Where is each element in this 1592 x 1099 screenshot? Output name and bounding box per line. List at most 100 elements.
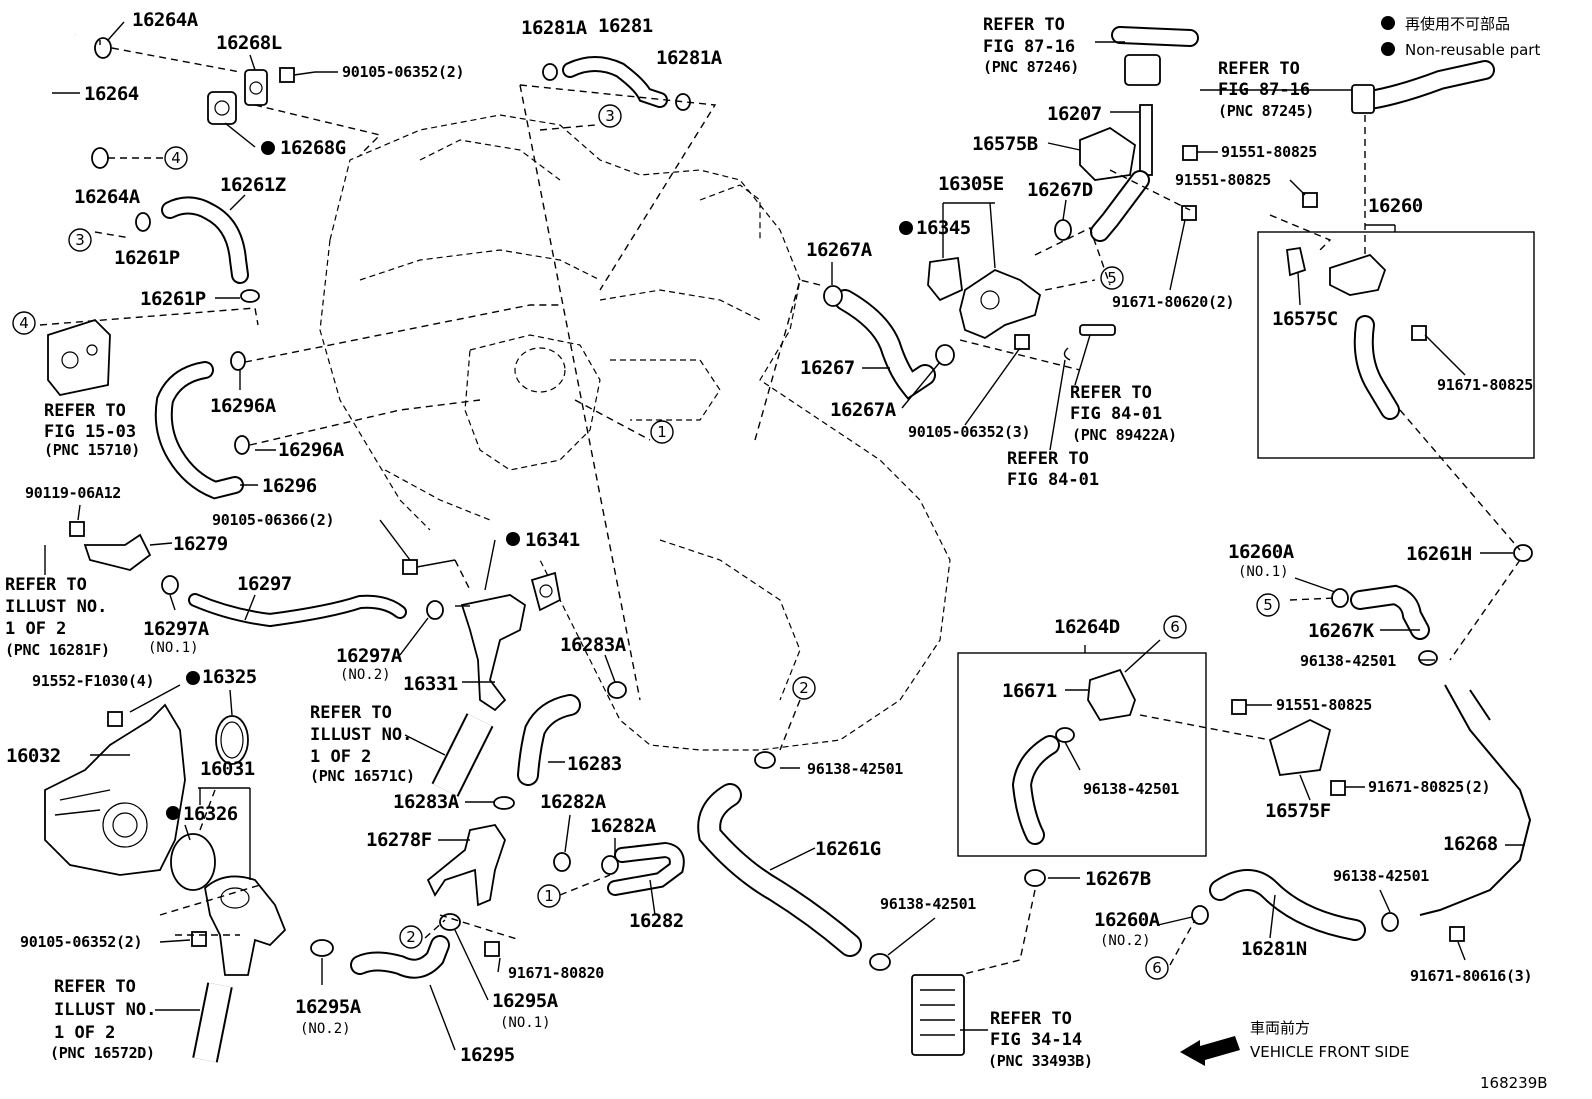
hose-16261G (697, 783, 862, 957)
ref-84-01-a-line1: REFER TO (1070, 383, 1152, 403)
label-16264A-top: 16264A (132, 9, 199, 31)
label-16268L: 16268L (216, 32, 282, 54)
bolt-91551-80825-a (1182, 145, 1198, 161)
hose-16267 (834, 289, 936, 400)
svg-text:2: 2 (799, 679, 809, 697)
label-16341: 16341 (525, 529, 580, 551)
label-16283: 16283 (567, 753, 622, 775)
diagram-code: 168239B (1480, 1074, 1548, 1092)
label-16283A-a: 16283A (560, 634, 627, 656)
label-96138-42501-a: 96138-42501 (807, 760, 903, 778)
ref-ill-c-line1: REFER TO (54, 977, 136, 997)
clamp-16282A-b (601, 855, 619, 875)
ref-84-01-b-line1: REFER TO (1007, 449, 1089, 469)
clamp-16267A-a (823, 285, 843, 307)
label-91671-80616-3: 91671-80616(3) (1410, 967, 1532, 985)
label-91671-80620-2: 91671-80620(2) (1112, 293, 1234, 311)
label-16305E: 16305E (938, 173, 1004, 195)
ref-87-16-b-line2: FIG 87-16 (1218, 80, 1310, 100)
box-16264D (957, 652, 1207, 857)
ref-34-14-line1: REFER TO (990, 1009, 1072, 1029)
gasket-16325 (215, 715, 249, 765)
label-90105-06352-2-bot: 90105-06352(2) (20, 933, 142, 951)
clamp-16260A-no2 (1191, 905, 1209, 925)
label-16268G: 16268G (280, 137, 346, 159)
label-16295A-no2-sub: (NO.2) (300, 1021, 351, 1037)
label-16264D: 16264D (1054, 616, 1120, 638)
label-16268: 16268 (1443, 833, 1498, 855)
pipe-16572D (192, 982, 233, 1063)
label-16281: 16281 (598, 15, 653, 37)
label-91671-80825-2: 91671-80825(2) (1368, 778, 1490, 796)
label-16295A-no1-sub: (NO.1) (500, 1015, 551, 1031)
hose-16296 (154, 361, 244, 500)
circle-ref-1-a: 1 (650, 420, 674, 444)
label-90105-06352-2-top: 90105-06352(2) (342, 63, 464, 81)
circle-ref-1-b: 1 (537, 884, 561, 908)
clamp-16297A-no1 (161, 575, 179, 595)
clip-84-01 (1063, 347, 1071, 361)
label-16575B: 16575B (972, 133, 1038, 155)
label-91671-80825: 91671-80825 (1437, 376, 1533, 394)
label-16296: 16296 (262, 475, 317, 497)
clamp-96138-42501-b (869, 953, 891, 971)
bolt-91551-80825-c (1231, 699, 1247, 715)
ref-84-01-a-line2: FIG 84-01 (1070, 404, 1162, 424)
bolt-91671-80825 (1411, 325, 1427, 341)
gasket-16268G (207, 91, 237, 125)
svg-text:1: 1 (657, 423, 667, 441)
ref-ill-c-line4: (PNC 16572D) (50, 1044, 155, 1062)
label-16345: 16345 (916, 217, 971, 239)
clamp-16295A-no2 (310, 939, 334, 957)
hose-16267K (1350, 584, 1430, 640)
label-16281A-a: 16281A (521, 17, 588, 39)
clamp-16297A-no2 (426, 600, 444, 620)
label-16331: 16331 (403, 673, 458, 695)
vehicle-front-indicator: 車両前方 VEHICLE FRONT SIDE (1180, 1019, 1410, 1066)
bracket-16575F (1268, 718, 1332, 776)
clamp-16264A-bot (91, 147, 109, 169)
label-16297A-no2-sub: (NO.2) (340, 667, 391, 683)
label-96138-42501-c: 96138-42501 (1083, 780, 1179, 798)
bolt-90105-06352-bot (191, 931, 207, 947)
water-pump-16032 (44, 703, 186, 876)
label-90119-06A12: 90119-06A12 (25, 484, 121, 502)
clamp-16261P-b (240, 289, 260, 303)
oil-cooler-15710 (47, 318, 111, 396)
legend: 再使用不可部品 Non-reusable part (1381, 15, 1540, 59)
label-16296A-b: 16296A (278, 439, 345, 461)
label-90105-06352-3: 90105-06352(3) (908, 423, 1030, 441)
label-16575C: 16575C (1272, 308, 1338, 330)
circle-ref-5-a: 5 (1100, 266, 1124, 290)
bracket-16575B (1079, 126, 1136, 181)
water-inlet-16331 (455, 594, 527, 712)
clamp-16267D (1054, 219, 1072, 241)
clamp-16264A-top (94, 37, 112, 59)
hose-16281N (1209, 869, 1366, 941)
ref-ill-a-line2: ILLUST NO. (5, 597, 107, 617)
circle-ref-6-b: 6 (1145, 956, 1169, 980)
ref-87-16-a-line2: FIG 87-16 (983, 37, 1075, 57)
svg-text:5: 5 (1107, 269, 1117, 287)
water-outlet-16305E (959, 268, 1042, 340)
ref-84-01-a-line3: (PNC 89422A) (1072, 426, 1177, 444)
label-16032: 16032 (6, 745, 61, 767)
label-16281A-b: 16281A (656, 47, 723, 69)
hose-87245 (1351, 60, 1495, 114)
gasket-16345 (927, 256, 963, 302)
ref-ill-b-line3: 1 OF 2 (310, 747, 371, 767)
direction-text-jp: 車両前方 (1250, 1019, 1310, 1037)
clamp-16296A-a (230, 351, 246, 371)
gasket-16341 (530, 571, 562, 612)
label-16297A-no1-sub: (NO.1) (148, 640, 199, 656)
clamp-16281A-a (542, 63, 558, 81)
non-reusable-markers (166, 141, 913, 820)
circle-ref-2-b: 2 (399, 925, 423, 949)
svg-text:3: 3 (75, 231, 85, 249)
label-16267A-b: 16267A (830, 399, 897, 421)
bolt-90105-06352-top (279, 67, 316, 83)
hose-16283 (517, 694, 581, 786)
label-16326: 16326 (183, 803, 238, 825)
clamp-16261H (1513, 544, 1533, 562)
